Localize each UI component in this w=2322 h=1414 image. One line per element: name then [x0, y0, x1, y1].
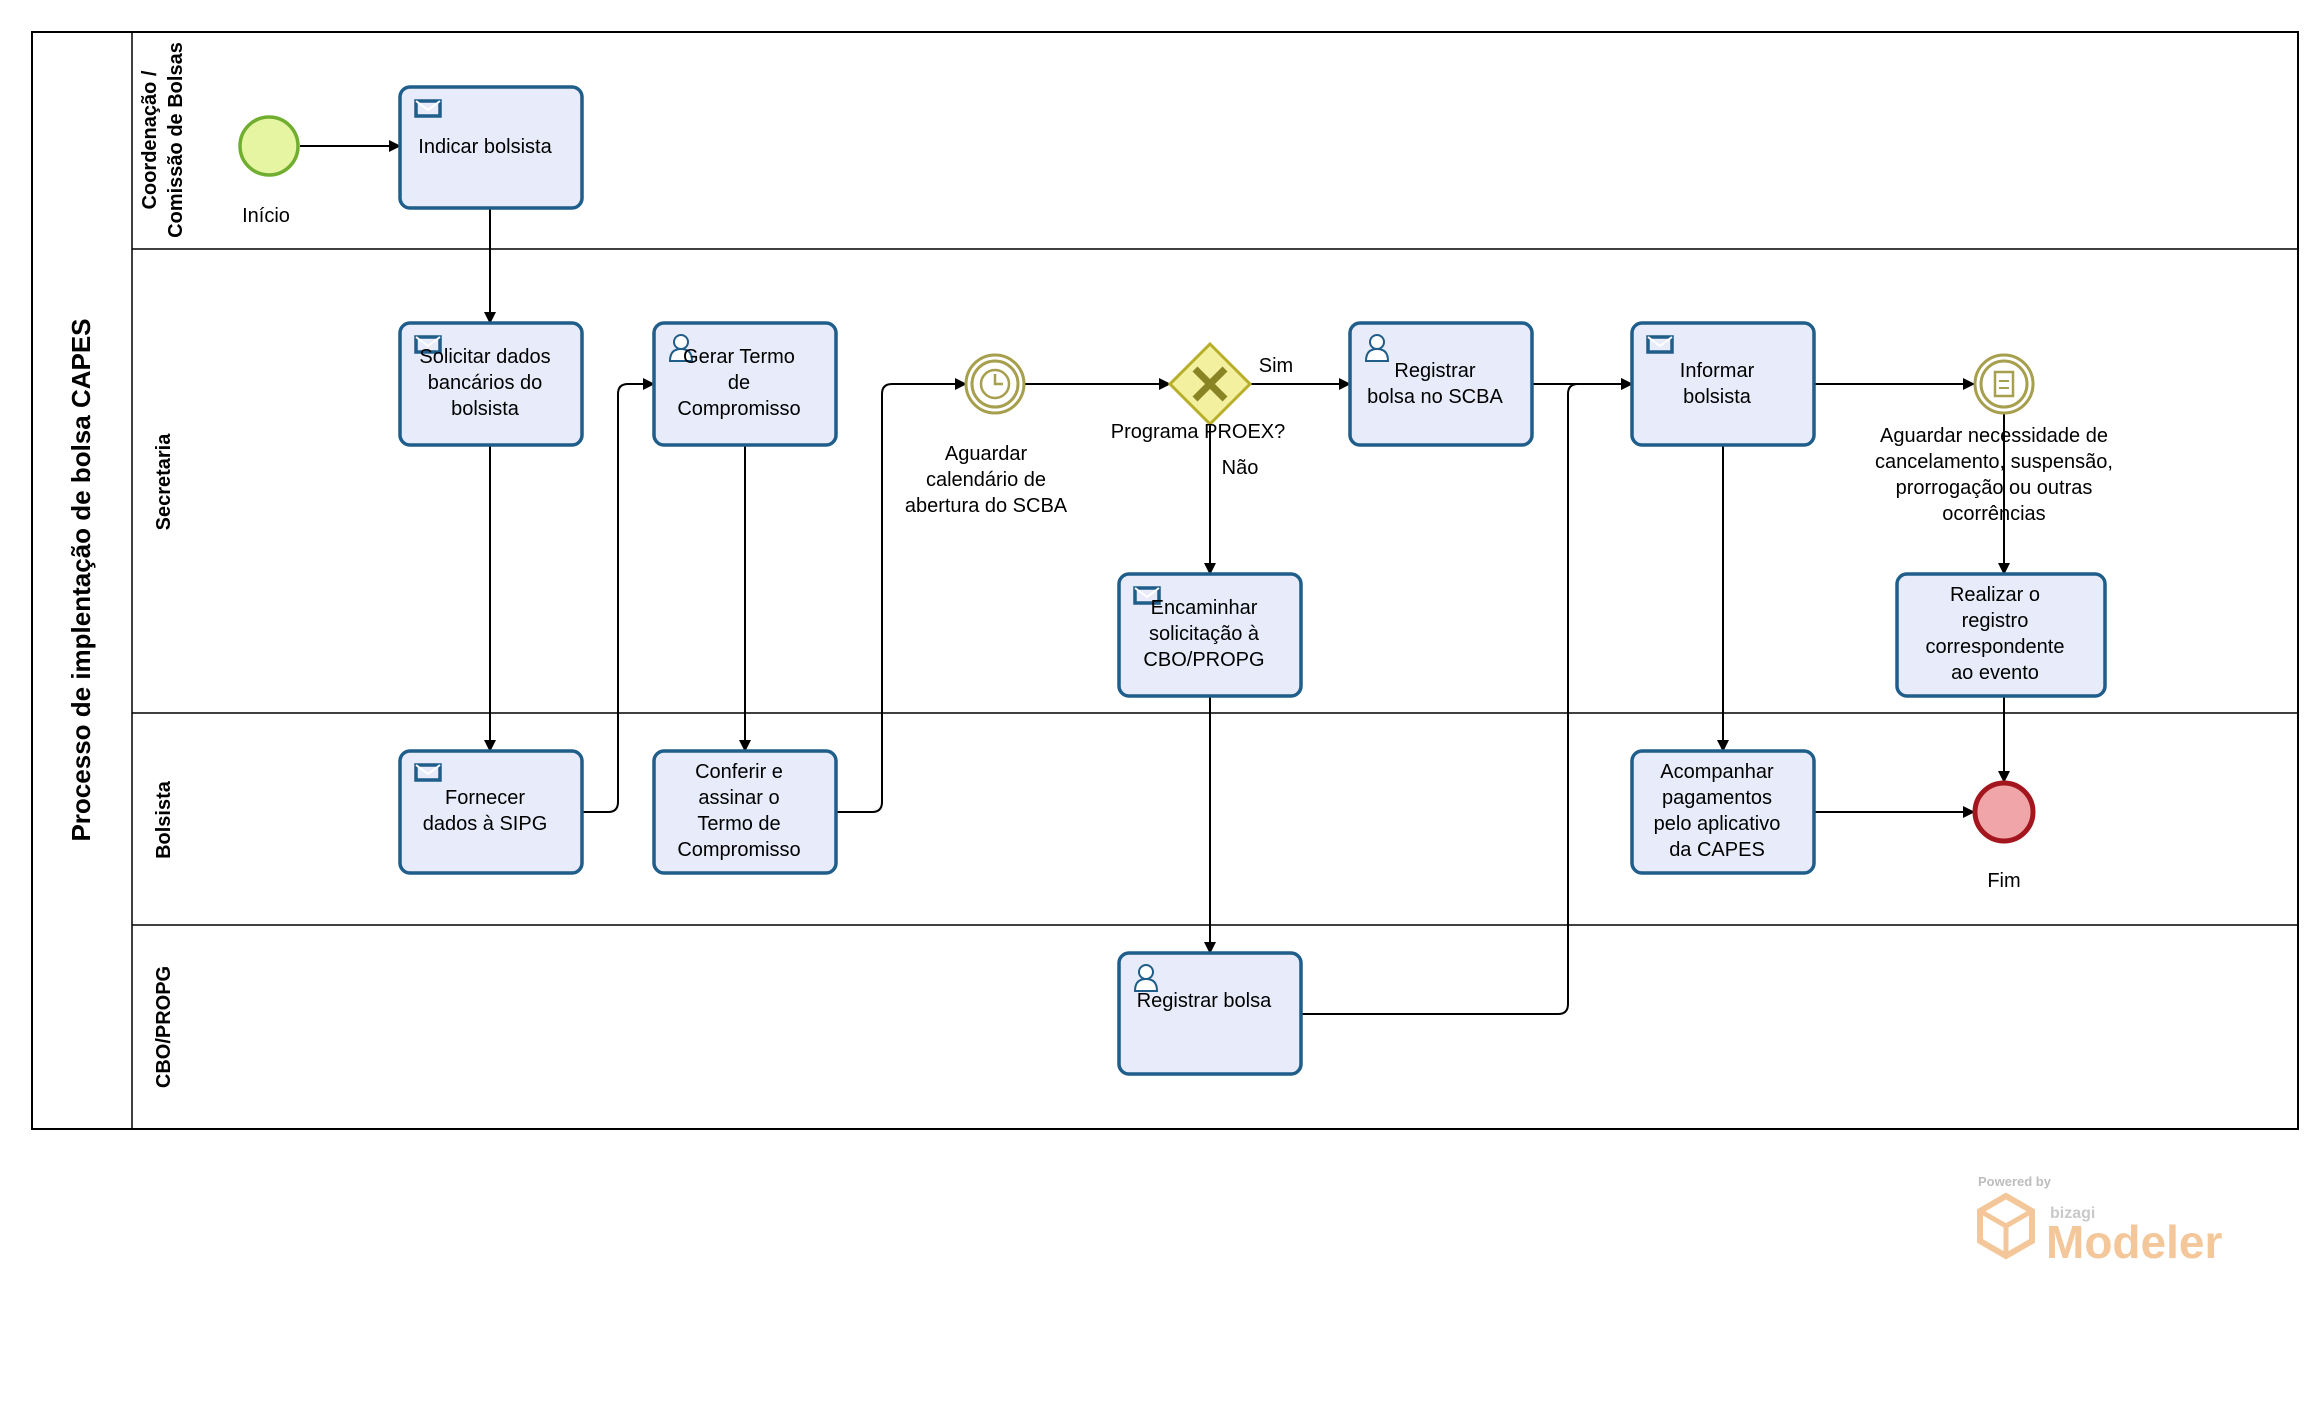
- task-conferir-label: Compromisso: [677, 839, 800, 861]
- gateway-yes-label: Sim: [1259, 355, 1293, 377]
- task-registrar-scba[interactable]: Registrar bolsa no SCBA: [1348, 321, 1534, 447]
- watermark-powered: Powered by: [1978, 1174, 2052, 1189]
- task-indicar[interactable]: Indicar bolsista: [398, 85, 584, 210]
- gateway-label: Programa PROEX?: [1111, 421, 1286, 443]
- flow-registrar-bolsa-informar: [1302, 378, 1633, 1015]
- task-conferir-label: Conferir e: [695, 761, 783, 783]
- task-realizar-label: correspondente: [1926, 636, 2065, 658]
- exclusive-gateway: Programa PROEX? Sim Não: [1111, 341, 1293, 479]
- task-fornecer-label: dados à SIPG: [423, 813, 548, 835]
- user-icon: [1364, 334, 1390, 362]
- task-gerar-label: Compromisso: [677, 398, 800, 420]
- task-informar-label: bolsista: [1683, 386, 1752, 408]
- watermark-product: Modeler: [2046, 1216, 2222, 1268]
- task-informar-label: Informar: [1680, 360, 1755, 382]
- task-registrar-scba-label: Registrar: [1394, 360, 1475, 382]
- task-solicitar-label: bancários do: [428, 372, 543, 394]
- timer-intermediate-event: Aguardar calendário de abertura do SCBA: [905, 353, 1068, 517]
- flow-conferir-timer: [836, 378, 967, 813]
- bizagi-logo-icon: [1977, 1192, 2035, 1260]
- pool: Processo de implentação de bolsa CAPES: [31, 31, 2299, 1130]
- document-icon: [1993, 370, 2015, 398]
- lane-coord-line2: Comissão de Bolsas: [165, 42, 187, 238]
- timer-label-3: abertura do SCBA: [905, 495, 1068, 517]
- start-event: Início: [238, 115, 300, 227]
- task-registrar-bolsa-label: Registrar bolsa: [1137, 990, 1272, 1012]
- lane-titles: Coordenação / Comissão de Bolsas Secreta…: [139, 42, 187, 1088]
- task-realizar-label: registro: [1962, 610, 2029, 632]
- task-realizar-label: Realizar o: [1950, 584, 2040, 606]
- task-realizar-label: ao evento: [1951, 662, 2039, 684]
- task-encaminhar-label: CBO/PROPG: [1143, 649, 1264, 671]
- envelope-icon: [414, 99, 442, 118]
- start-event-label: Início: [242, 205, 290, 227]
- task-encaminhar[interactable]: Encaminhar solicitação à CBO/PROPG: [1117, 572, 1303, 698]
- conditional-label-4: ocorrências: [1942, 503, 2045, 525]
- pool-title: Processo de implentação de bolsa CAPES: [66, 318, 96, 841]
- conditional-label-1: Aguardar necessidade de: [1880, 425, 2108, 447]
- lane-cbo-propg: CBO/PROPG: [153, 966, 175, 1088]
- task-solicitar[interactable]: Solicitar dados bancários do bolsista: [398, 321, 584, 447]
- task-indicar-label: Indicar bolsista: [418, 136, 552, 158]
- task-conferir[interactable]: Conferir e assinar o Termo de Compromisso: [652, 749, 838, 875]
- user-icon: [1133, 964, 1159, 992]
- task-conferir-label: assinar o: [698, 787, 779, 809]
- user-icon: [668, 334, 694, 362]
- task-gerar-label: de: [728, 372, 750, 394]
- task-encaminhar-label: Encaminhar: [1151, 597, 1258, 619]
- watermark: Powered by bizagi Modeler: [1977, 1174, 2222, 1268]
- conditional-label-3: prorrogação ou outras: [1896, 477, 2093, 499]
- task-conferir-label: Termo de: [697, 813, 780, 835]
- end-event-label: Fim: [1987, 870, 2020, 892]
- timer-label-2: calendário de: [926, 469, 1046, 491]
- lane-bolsista: Bolsista: [153, 780, 175, 859]
- x-mark-icon: [1192, 366, 1228, 402]
- task-registrar-scba-label: bolsa no SCBA: [1367, 386, 1503, 408]
- timer-label-1: Aguardar: [945, 443, 1028, 465]
- task-realizar[interactable]: Realizar o registro correspondente ao event…: [1895, 572, 2107, 698]
- end-event: Fim: [1972, 780, 2036, 892]
- watermark-brand: bizagi: [2050, 1205, 2095, 1222]
- task-informar[interactable]: Informar bolsista: [1630, 321, 1816, 447]
- task-acompanhar-label: Acompanhar: [1660, 761, 1774, 783]
- task-acompanhar-label: da CAPES: [1669, 839, 1765, 861]
- clock-icon: [979, 368, 1011, 400]
- envelope-icon: [414, 335, 442, 354]
- task-acompanhar-label: pelo aplicativo: [1654, 813, 1781, 835]
- task-fornecer[interactable]: Fornecer dados à SIPG: [398, 749, 584, 875]
- envelope-icon: [1646, 335, 1674, 354]
- lane-secretaria: Secretaria: [153, 433, 175, 531]
- task-fornecer-label: Fornecer: [445, 787, 525, 809]
- task-solicitar-label: Solicitar dados: [419, 346, 550, 368]
- conditional-label-2: cancelamento, suspensão,: [1875, 451, 2113, 473]
- flow-fornecer-gerar: [582, 378, 655, 813]
- lane-coord-line1: Coordenação /: [139, 70, 161, 209]
- conditional-intermediate-event: Aguardar necessidade de cancelamento, su…: [1875, 353, 2113, 525]
- envelope-icon: [1133, 586, 1161, 605]
- task-solicitar-label: bolsista: [451, 398, 520, 420]
- envelope-icon: [414, 763, 442, 782]
- gateway-no-label: Não: [1222, 457, 1259, 479]
- task-gerar-label: Gerar Termo: [683, 346, 795, 368]
- task-encaminhar-label: solicitação à: [1149, 623, 1260, 645]
- task-registrar-bolsa[interactable]: Registrar bolsa: [1117, 951, 1303, 1076]
- task-acompanhar-label: pagamentos: [1662, 787, 1772, 809]
- sequence-flows: [300, 140, 2010, 1015]
- task-acompanhar[interactable]: Acompanhar pagamentos pelo aplicativo da CA…: [1630, 749, 1816, 875]
